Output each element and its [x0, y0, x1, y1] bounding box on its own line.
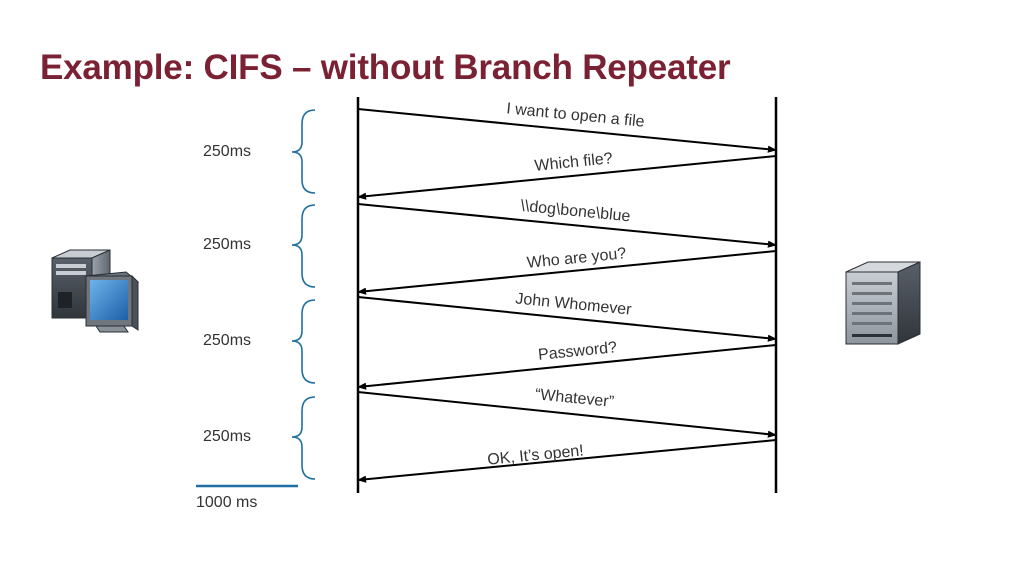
message-arrow: [357, 155, 777, 200]
message-arrow: [357, 108, 777, 153]
slide-title: Example: CIFS – without Branch Repeater: [40, 48, 731, 87]
message-arrow: [357, 391, 777, 438]
timing-label: 250ms: [203, 236, 252, 253]
message-label: “Whatever”: [534, 386, 614, 411]
timing-label: 250ms: [203, 143, 252, 160]
total-time-label: 1000 ms: [196, 494, 258, 511]
desktop-computer-icon: [51, 249, 140, 333]
message-arrow: [357, 250, 777, 295]
timing-label: 250ms: [203, 428, 252, 445]
message-arrow: [357, 344, 777, 390]
timing-bracket: [291, 109, 316, 194]
timing-bracket: [291, 396, 316, 480]
message-label: Which file?: [534, 150, 614, 175]
timing-label: 250ms: [203, 332, 252, 349]
server-tower-icon: [845, 261, 921, 345]
message-label: OK, It’s open!: [487, 442, 585, 468]
message-arrow: [357, 203, 777, 248]
message-arrow: [357, 439, 777, 483]
timing-bracket: [291, 299, 316, 384]
message-label: Password?: [537, 339, 618, 364]
timing-bracket: [291, 204, 316, 288]
message-arrow: [357, 296, 777, 342]
